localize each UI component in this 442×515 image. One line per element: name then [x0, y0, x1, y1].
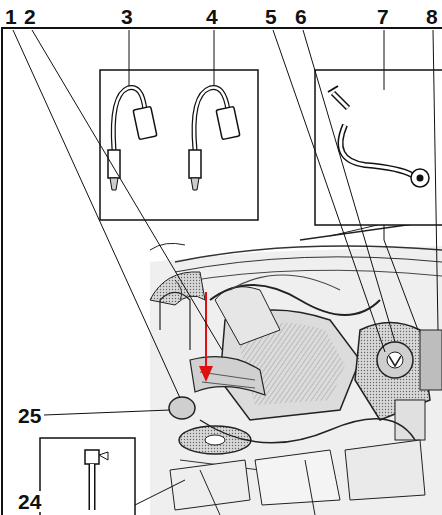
- ignition-coil-inset: [40, 438, 135, 515]
- callout-number: 1: [4, 6, 18, 27]
- callout-number: 4: [205, 6, 219, 27]
- callout-number: 25: [17, 405, 42, 426]
- callout-number: 3: [120, 6, 134, 27]
- callout-number: 5: [264, 6, 278, 27]
- red-arrow: [199, 292, 213, 382]
- callout-number: 6: [294, 6, 308, 27]
- engine-compartment: [150, 210, 442, 515]
- callout-number: 2: [23, 6, 37, 27]
- sensor-inset: [100, 70, 258, 220]
- callout-number: 24: [17, 491, 42, 512]
- callout-number: 7: [376, 6, 390, 27]
- leader-lines: [13, 30, 438, 505]
- ground-strap-inset: [315, 70, 442, 225]
- strut-mount: [169, 397, 195, 419]
- callout-number: 8: [425, 6, 439, 27]
